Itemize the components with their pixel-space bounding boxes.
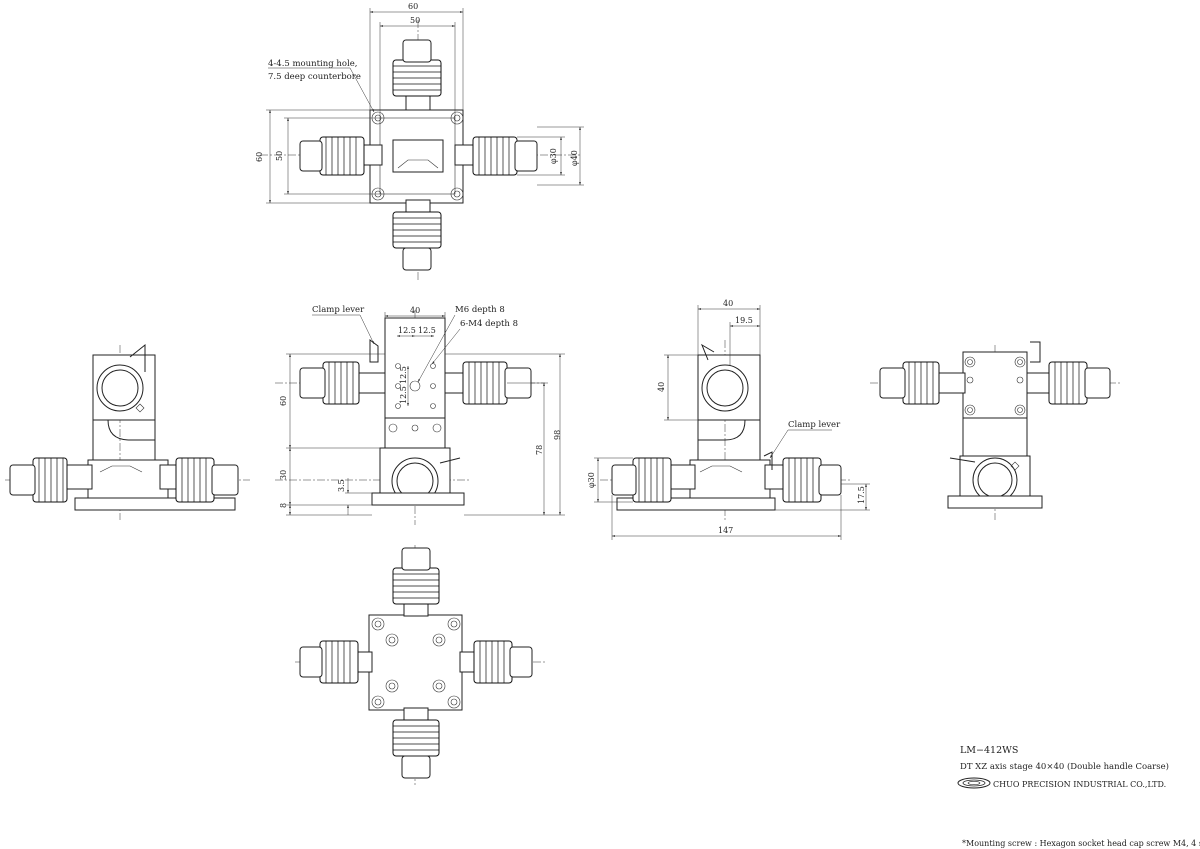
dim-dia-large: φ40 — [570, 150, 579, 166]
dim-vpitch-2: 12.5 — [399, 386, 408, 404]
dim-pitch-1: 12.5 — [398, 326, 416, 335]
label-clamp-lever-right: Clamp lever — [788, 420, 841, 430]
left-side-view — [5, 343, 250, 520]
dim-inner-width: 50 — [410, 16, 420, 25]
title-block: LM−412WS DT XZ axis stage 40×40 (Double … — [957, 745, 1200, 848]
dim-vpitch-1: 12.5 — [399, 366, 408, 384]
dim-front-h3-5: 3.5 — [337, 479, 346, 492]
dim-right-w147: 147 — [718, 526, 733, 535]
mounting-screw-footnote: *Mounting screw : Hexagon socket head ca… — [962, 839, 1200, 848]
dim-right-w19-5: 19.5 — [735, 316, 753, 325]
dim-front-h8: 8 — [279, 503, 288, 508]
mounting-hole-note-line2: 7.5 deep counterbore — [268, 72, 361, 82]
label-m4-depth: 6-M4 depth 8 — [460, 319, 518, 329]
dim-front-h60: 60 — [279, 396, 288, 406]
dim-right-w40: 40 — [723, 299, 733, 308]
right-side-view: 40 19.5 40 φ30 147 17.5 Clamp lever — [587, 299, 870, 540]
top-view: 60 50 60 50 φ30 φ40 4-4.5 mounting hole,… — [255, 2, 584, 280]
dim-front-h78: 78 — [535, 445, 544, 455]
dim-overall-height: 60 — [255, 152, 264, 162]
dim-right-dia30: φ30 — [587, 472, 596, 488]
dim-dia-small: φ30 — [549, 148, 558, 164]
dim-front-h30: 30 — [279, 470, 288, 480]
dim-front-width: 40 — [410, 306, 420, 315]
label-m6-depth: M6 depth 8 — [455, 305, 505, 315]
dim-front-h98: 98 — [553, 430, 562, 440]
company-name: CHUO PRECISION INDUSTRIAL CO.,LTD. — [993, 780, 1166, 789]
label-clamp-lever-front: Clamp lever — [312, 305, 365, 315]
far-right-view — [870, 341, 1120, 520]
bottom-view — [295, 545, 545, 785]
company-logo — [957, 777, 991, 789]
dim-right-h40: 40 — [657, 382, 666, 392]
dim-inner-height: 50 — [275, 151, 284, 161]
dim-overall-width: 60 — [408, 2, 418, 11]
dim-pitch-2: 12.5 — [418, 326, 436, 335]
front-view: 40 12.5 12.5 12.5 12.5 60 30 8 3.5 98 78… — [275, 305, 565, 525]
dim-right-h17-5: 17.5 — [857, 486, 866, 504]
model-number: LM−412WS — [960, 745, 1018, 756]
model-description: DT XZ axis stage 40×40 (Double handle Co… — [960, 761, 1169, 772]
mounting-hole-note-line1: 4-4.5 mounting hole, — [268, 59, 357, 69]
